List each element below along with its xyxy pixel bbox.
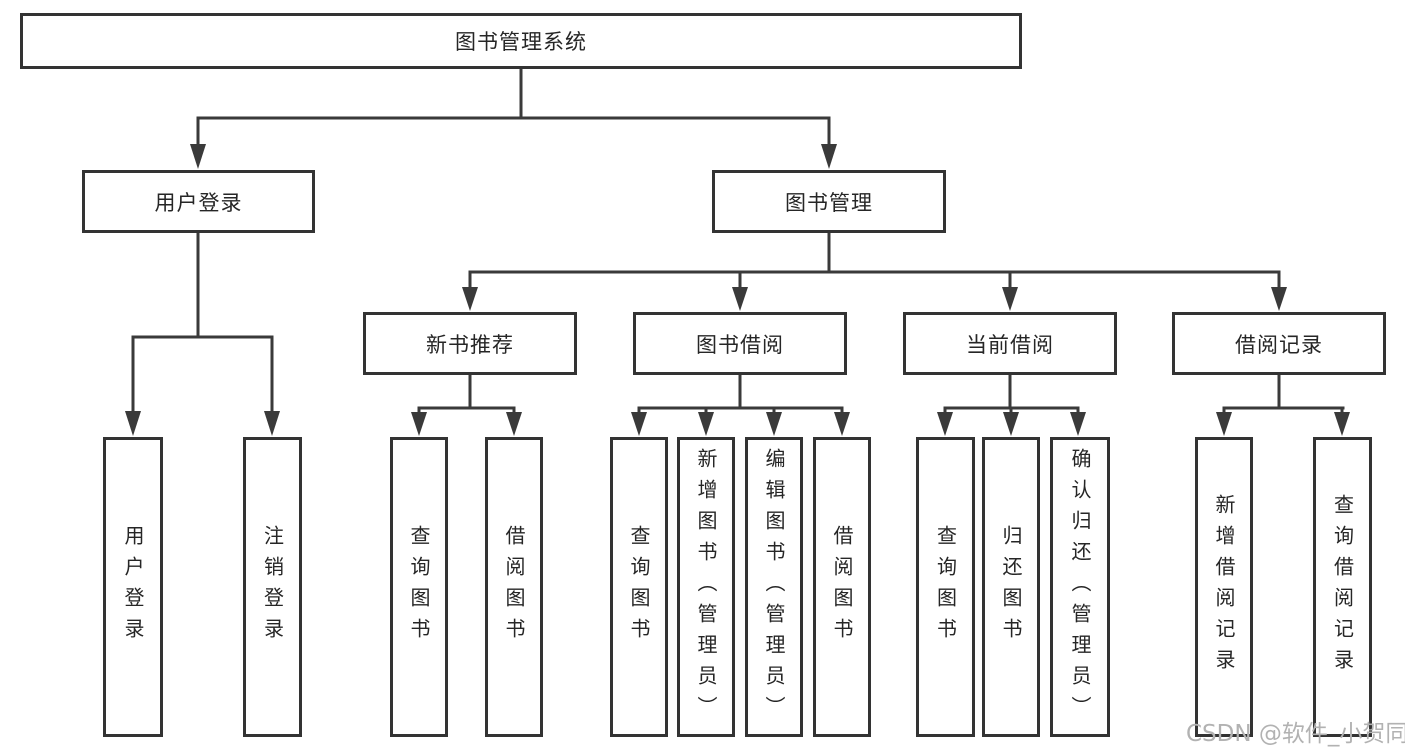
leaf-current-confirm-return-admin: 确认归还（管理员） bbox=[1050, 437, 1110, 737]
leaf-borrow-add-books-admin: 新增图书（管理员） bbox=[677, 437, 735, 737]
leaf-borrow-edit-books-admin-label: 编辑图书（管理员） bbox=[762, 447, 786, 727]
node-root: 图书管理系统 bbox=[20, 13, 1022, 69]
leaf-record-query-borrow-record: 查询借阅记录 bbox=[1313, 437, 1372, 737]
leaf-borrow-query-books-label: 查询图书 bbox=[627, 525, 651, 649]
node-user-login: 用户登录 bbox=[82, 170, 315, 233]
leaf-current-query-books-label: 查询图书 bbox=[933, 525, 958, 649]
node-new-book-recommend: 新书推荐 bbox=[363, 312, 577, 375]
leaf-record-add-borrow-record-label: 新增借阅记录 bbox=[1212, 494, 1236, 680]
arrowheads bbox=[125, 144, 1350, 436]
leaf-borrow-add-books-admin-label: 新增图书（管理员） bbox=[694, 447, 718, 727]
node-current-borrow: 当前借阅 bbox=[903, 312, 1117, 375]
leaf-current-confirm-return-admin-label: 确认归还（管理员） bbox=[1068, 447, 1092, 727]
leaf-newbook-borrow-books-label: 借阅图书 bbox=[502, 525, 526, 649]
leaf-user-login: 用户登录 bbox=[103, 437, 163, 737]
leaf-newbook-query-books: 查询图书 bbox=[390, 437, 448, 737]
leaf-logout-label: 注销登录 bbox=[260, 525, 285, 649]
leaf-logout: 注销登录 bbox=[243, 437, 302, 737]
node-borrow-record: 借阅记录 bbox=[1172, 312, 1386, 375]
leaf-current-return-books: 归还图书 bbox=[982, 437, 1040, 737]
leaf-current-query-books: 查询图书 bbox=[916, 437, 975, 737]
node-root-label: 图书管理系统 bbox=[455, 30, 587, 54]
leaf-current-return-books-label: 归还图书 bbox=[999, 525, 1023, 649]
node-current-borrow-label: 当前借阅 bbox=[966, 332, 1054, 357]
node-new-book-recommend-label: 新书推荐 bbox=[426, 332, 514, 357]
leaf-borrow-query-books: 查询图书 bbox=[610, 437, 668, 737]
leaf-record-query-borrow-record-label: 查询借阅记录 bbox=[1330, 494, 1355, 680]
node-user-login-label: 用户登录 bbox=[154, 190, 243, 215]
leaf-record-add-borrow-record: 新增借阅记录 bbox=[1195, 437, 1253, 737]
node-borrow-record-label: 借阅记录 bbox=[1235, 332, 1323, 357]
leaf-borrow-borrow-books-label: 借阅图书 bbox=[830, 525, 854, 649]
node-book-management: 图书管理 bbox=[712, 170, 946, 233]
leaf-newbook-borrow-books: 借阅图书 bbox=[485, 437, 543, 737]
csdn-watermark: CSDN @软件_小贺同学 bbox=[1186, 721, 1405, 747]
leaf-newbook-query-books-label: 查询图书 bbox=[407, 525, 431, 649]
node-book-management-label: 图书管理 bbox=[785, 190, 873, 215]
leaf-borrow-borrow-books: 借阅图书 bbox=[813, 437, 871, 737]
node-book-borrow-label: 图书借阅 bbox=[696, 332, 784, 357]
leaf-borrow-edit-books-admin: 编辑图书（管理员） bbox=[745, 437, 803, 737]
node-book-borrow: 图书借阅 bbox=[633, 312, 847, 375]
leaf-user-login-label: 用户登录 bbox=[121, 525, 145, 649]
